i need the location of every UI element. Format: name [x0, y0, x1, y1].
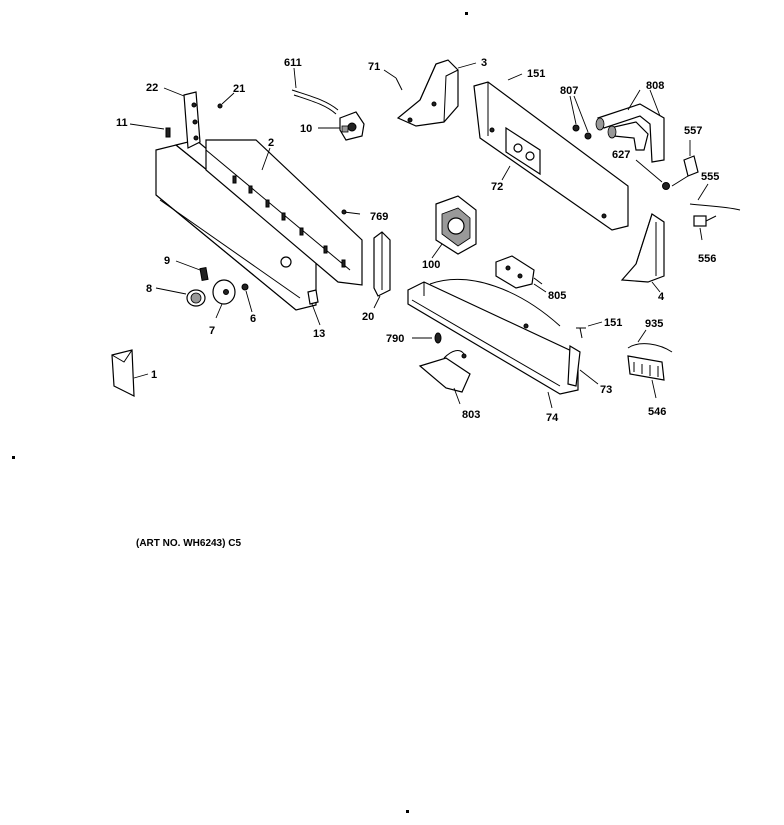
part-10-switch	[318, 111, 365, 141]
part-100-timer	[431, 195, 477, 259]
label-546: 546	[648, 406, 666, 418]
part-74-trim-panel	[407, 279, 579, 409]
part-803-switch	[418, 350, 471, 405]
label-790: 790	[386, 333, 404, 345]
label-4: 4	[658, 291, 665, 303]
part-151-screw	[576, 321, 603, 339]
label-557: 557	[684, 125, 702, 137]
label-151a: 151	[527, 68, 545, 80]
label-805: 805	[548, 290, 566, 302]
part-knob-assembly	[155, 260, 253, 319]
corner-mark-left	[12, 456, 15, 459]
part-3-bracket	[383, 59, 477, 127]
label-2: 2	[268, 137, 274, 149]
label-10: 10	[300, 123, 312, 135]
label-556: 556	[698, 253, 716, 265]
label-21: 21	[233, 83, 245, 95]
part-22-end-cap	[129, 87, 235, 149]
callout-labels: 1 2 3 4 6 7 8 9 10 11 13 20 21 22 71 72 …	[116, 57, 719, 424]
part-546-harness	[627, 355, 665, 399]
label-22: 22	[146, 82, 158, 94]
part-935-wire	[627, 329, 673, 353]
label-100: 100	[422, 259, 440, 271]
part-627-washer	[635, 159, 670, 190]
panel-holes	[232, 175, 346, 268]
label-72: 72	[491, 181, 503, 193]
part-556-connector	[693, 215, 717, 241]
part-151-backsplash	[473, 73, 629, 231]
label-73: 73	[600, 384, 612, 396]
label-71: 71	[368, 61, 380, 73]
label-1: 1	[151, 369, 157, 381]
label-935: 935	[645, 318, 663, 330]
label-7: 7	[209, 325, 215, 337]
label-8: 8	[146, 283, 152, 295]
label-9: 9	[164, 255, 170, 267]
corner-mark-top	[465, 12, 468, 15]
label-11: 11	[116, 117, 128, 129]
label-769: 769	[370, 211, 388, 223]
art-number-caption: (ART NO. WH6243) C5	[136, 538, 242, 549]
part-769-screw	[341, 209, 361, 215]
label-151b: 151	[604, 317, 622, 329]
label-13: 13	[313, 328, 325, 340]
part-611-hose	[291, 67, 339, 115]
part-807-washers	[569, 95, 592, 140]
corner-mark-bottom	[406, 810, 409, 813]
label-807: 807	[560, 85, 578, 97]
label-20: 20	[362, 311, 374, 323]
part-790-screw	[412, 332, 442, 344]
label-627: 627	[612, 149, 630, 161]
part-1-envelope	[111, 349, 149, 397]
label-74: 74	[546, 412, 559, 424]
part-73-screw	[567, 344, 599, 387]
label-3: 3	[481, 57, 487, 69]
label-6: 6	[250, 313, 256, 325]
part-557-sensor	[671, 140, 699, 187]
label-611: 611	[284, 57, 302, 69]
part-805-terminal-block	[495, 255, 547, 293]
part-808-hoses	[595, 89, 665, 163]
part-2-console-panel	[155, 139, 363, 326]
part-20-end-cap	[373, 231, 391, 309]
part-555-wire	[689, 183, 741, 211]
part-4-bracket	[620, 213, 665, 293]
label-808: 808	[646, 80, 664, 92]
label-555: 555	[701, 171, 719, 183]
label-803: 803	[462, 409, 480, 421]
